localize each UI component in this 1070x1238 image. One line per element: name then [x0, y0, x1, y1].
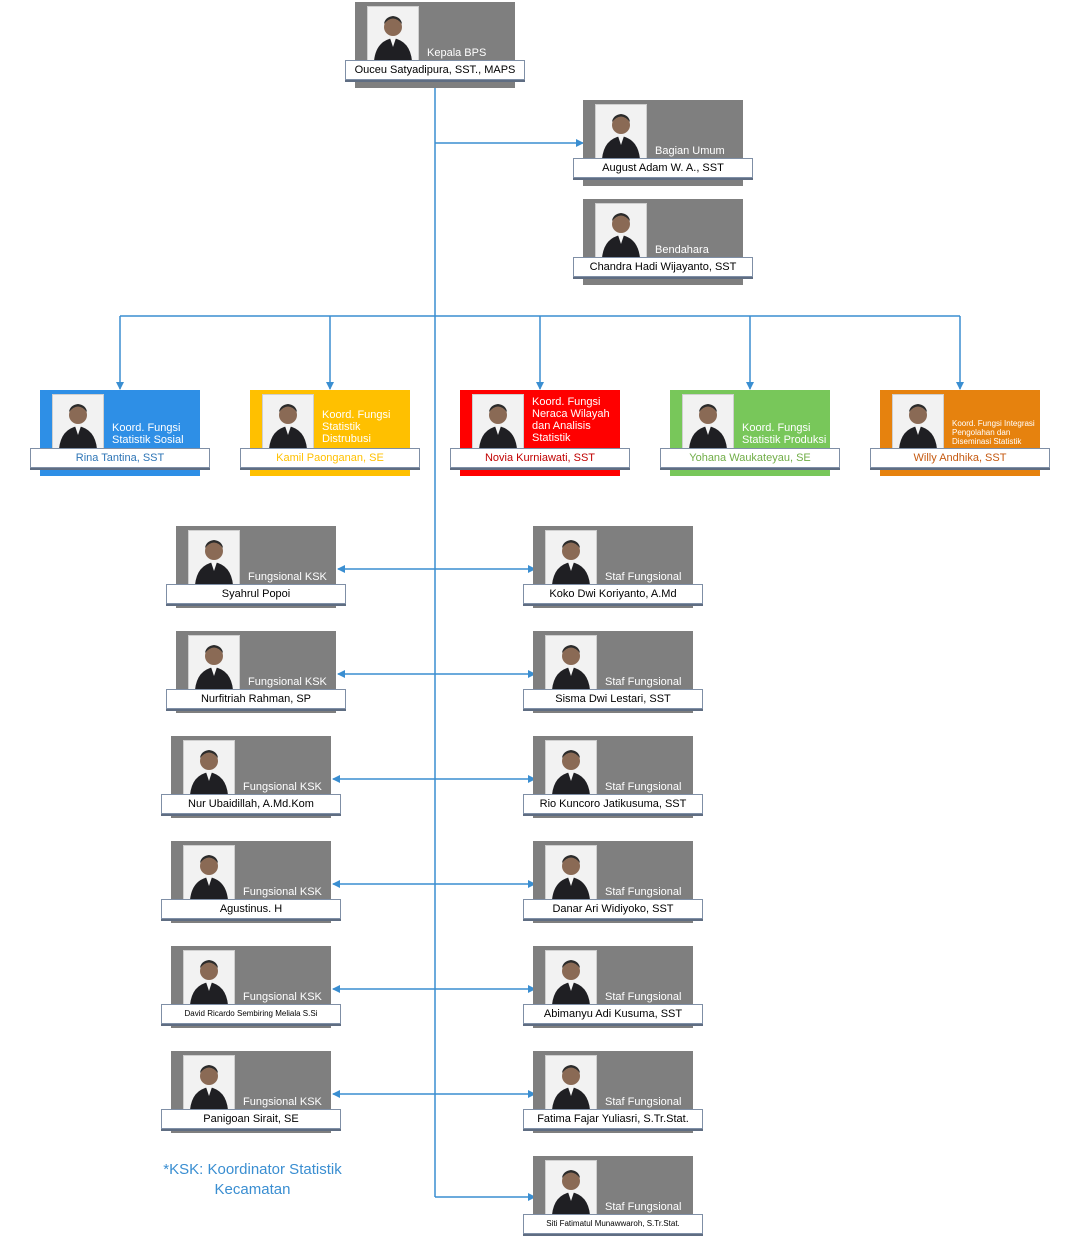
name-label: Novia Kurniawati, SST [450, 448, 630, 468]
coordinator-card-integrasi-pengolahan: Koord. Fungsi Integrasi Pengolahan dan D… [870, 390, 1050, 476]
head-card: Kepala BPS Ouceu Satyadipura, SST., MAPS [345, 2, 525, 88]
footnote-line-1: *KSK: Koordinator Statistik [163, 1161, 342, 1178]
role-label: Bagian Umum [655, 145, 725, 157]
portrait-photo [52, 394, 104, 450]
portrait-photo [545, 845, 597, 901]
name-label: Sisma Dwi Lestari, SST [523, 689, 703, 709]
name-label: Rina Tantina, SST [30, 448, 210, 468]
ksk-card: Fungsional KSK Agustinus. H [161, 841, 341, 923]
staff-card: Staf Fungsional Sisma Dwi Lestari, SST [523, 631, 703, 713]
portrait-photo [595, 203, 647, 259]
portrait-photo [545, 530, 597, 586]
role-label: Bendahara [655, 244, 709, 256]
role-label: Staf Fungsional [605, 991, 682, 1003]
name-label: Nur Ubaidillah, A.Md.Kom [161, 794, 341, 814]
name-label: David Ricardo Sembiring Meliala S.Si [161, 1004, 341, 1024]
name-label: Siti Fatimatul Munawwaroh, S.Tr.Stat. [523, 1214, 703, 1234]
staff-card: Staf Fungsional Rio Kuncoro Jatikusuma, … [523, 736, 703, 818]
support-card-bagian-umum: Bagian Umum August Adam W. A., SST [573, 100, 753, 186]
role-label: Koord. Fungsi Statistik Produksi [742, 422, 827, 446]
name-label: Yohana Waukateyau, SE [660, 448, 840, 468]
portrait-photo [545, 1160, 597, 1216]
role-label: Koord. Fungsi Neraca Wilayah dan Analisi… [532, 396, 610, 444]
name-label: Nurfitriah Rahman, SP [166, 689, 346, 709]
ksk-card: Fungsional KSK Nurfitriah Rahman, SP [166, 631, 346, 713]
name-label: Danar Ari Widiyoko, SST [523, 899, 703, 919]
portrait-photo [472, 394, 524, 450]
portrait-photo [262, 394, 314, 450]
role-label: Fungsional KSK [243, 991, 322, 1003]
staff-card: Staf Fungsional Fatima Fajar Yuliasri, S… [523, 1051, 703, 1133]
role-label: Koord. Fungsi Integrasi Pengolahan dan D… [952, 419, 1035, 446]
name-label: Abimanyu Adi Kusuma, SST [523, 1004, 703, 1024]
name-label: August Adam W. A., SST [573, 158, 753, 178]
role-label: Fungsional KSK [248, 571, 327, 583]
portrait-photo [545, 950, 597, 1006]
footnote-line-2: Kecamatan [214, 1181, 291, 1198]
ksk-card: Fungsional KSK Syahrul Popoi [166, 526, 346, 608]
name-label: Syahrul Popoi [166, 584, 346, 604]
role-label: Staf Fungsional [605, 886, 682, 898]
ksk-card: Fungsional KSK Panigoan Sirait, SE [161, 1051, 341, 1133]
coordinator-card-neraca-wilayah: Koord. Fungsi Neraca Wilayah dan Analisi… [450, 390, 630, 476]
role-label: Staf Fungsional [605, 676, 682, 688]
portrait-photo [183, 1055, 235, 1111]
role-label: Fungsional KSK [243, 1096, 322, 1108]
role-label: Staf Fungsional [605, 781, 682, 793]
ksk-footnote: *KSK: Koordinator Statistik Kecamatan [150, 1160, 355, 1200]
staff-card: Staf Fungsional Danar Ari Widiyoko, SST [523, 841, 703, 923]
portrait-photo [545, 740, 597, 796]
portrait-photo [682, 394, 734, 450]
name-label: Ouceu Satyadipura, SST., MAPS [345, 60, 525, 80]
portrait-photo [892, 394, 944, 450]
role-label: Staf Fungsional [605, 571, 682, 583]
role-label: Fungsional KSK [243, 781, 322, 793]
portrait-photo [183, 950, 235, 1006]
coordinator-card-statistik-sosial: Koord. Fungsi Statistik Sosial Rina Tant… [30, 390, 210, 476]
coordinator-card-statistik-distribusi: Koord. Fungsi Statistik Distrubusi Kamil… [240, 390, 420, 476]
ksk-card: Fungsional KSK David Ricardo Sembiring M… [161, 946, 341, 1028]
name-label: Fatima Fajar Yuliasri, S.Tr.Stat. [523, 1109, 703, 1129]
portrait-photo [367, 6, 419, 62]
portrait-photo [183, 845, 235, 901]
role-label: Fungsional KSK [243, 886, 322, 898]
support-card-bendahara: Bendahara Chandra Hadi Wijayanto, SST [573, 199, 753, 285]
portrait-photo [545, 1055, 597, 1111]
name-label: Panigoan Sirait, SE [161, 1109, 341, 1129]
name-label: Kamil Paonganan, SE [240, 448, 420, 468]
staff-card: Staf Fungsional Koko Dwi Koriyanto, A.Md [523, 526, 703, 608]
portrait-photo [188, 530, 240, 586]
portrait-photo [545, 635, 597, 691]
role-label: Fungsional KSK [248, 676, 327, 688]
role-label: Koord. Fungsi Statistik Distrubusi [322, 409, 391, 445]
name-label: Koko Dwi Koriyanto, A.Md [523, 584, 703, 604]
portrait-photo [188, 635, 240, 691]
name-label: Agustinus. H [161, 899, 341, 919]
staff-card: Staf Fungsional Abimanyu Adi Kusuma, SST [523, 946, 703, 1028]
name-label: Rio Kuncoro Jatikusuma, SST [523, 794, 703, 814]
role-label: Staf Fungsional [605, 1201, 682, 1213]
name-label: Chandra Hadi Wijayanto, SST [573, 257, 753, 277]
name-label: Willy Andhika, SST [870, 448, 1050, 468]
role-label: Kepala BPS [427, 47, 487, 59]
coordinator-card-statistik-produksi: Koord. Fungsi Statistik Produksi Yohana … [660, 390, 840, 476]
portrait-photo [595, 104, 647, 160]
portrait-photo [183, 740, 235, 796]
ksk-card: Fungsional KSK Nur Ubaidillah, A.Md.Kom [161, 736, 341, 818]
staff-card: Staf Fungsional Siti Fatimatul Munawwaro… [523, 1156, 703, 1236]
role-label: Staf Fungsional [605, 1096, 682, 1108]
role-label: Koord. Fungsi Statistik Sosial [112, 422, 184, 446]
